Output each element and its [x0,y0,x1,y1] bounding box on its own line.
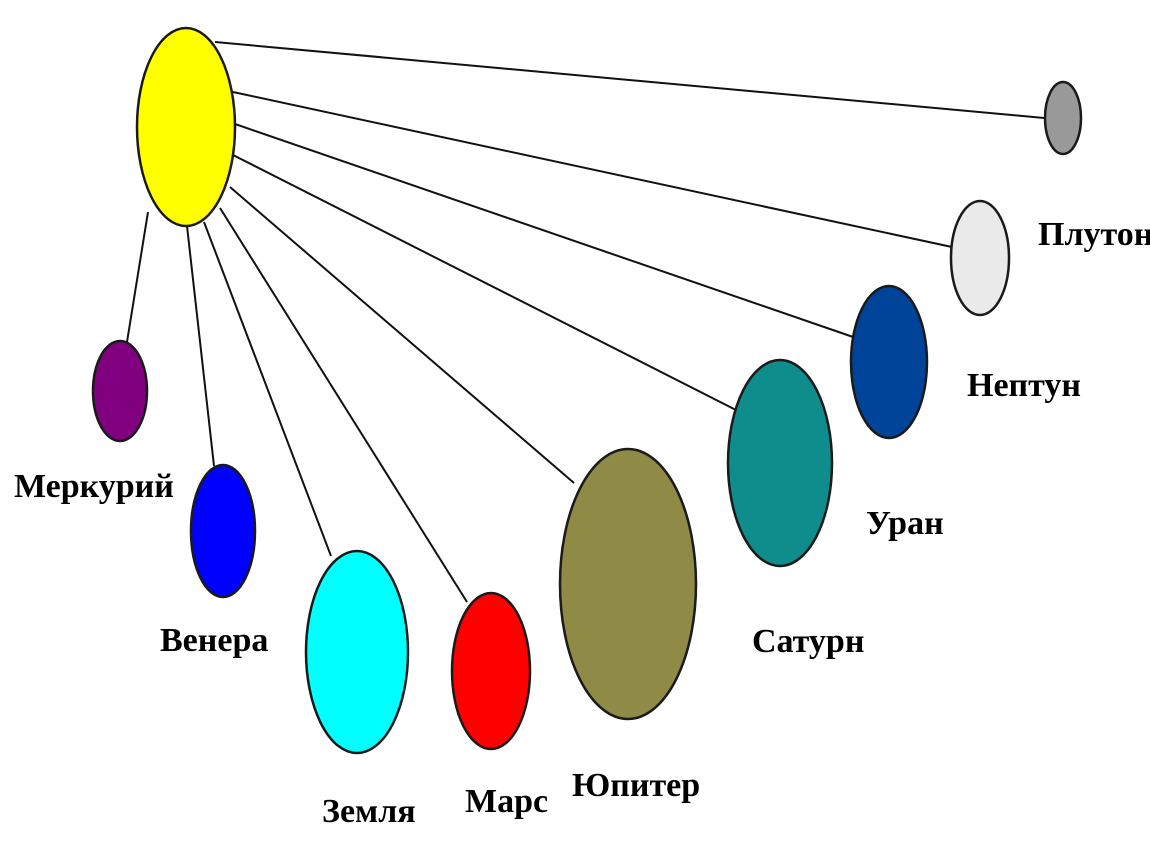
line-mars [219,207,468,603]
planet-saturn [726,358,834,568]
label-uranus: Уран [866,505,944,542]
label-mercury: Меркурий [14,468,174,505]
planet-mars [450,591,532,751]
line-earth [203,221,332,557]
planet-earth [304,549,410,755]
line-saturn [232,154,737,411]
sun-circle [135,26,237,228]
line-neptune [232,91,953,248]
label-pluto: Плутон [1038,216,1150,253]
label-jupiter: Юпитер [572,767,700,804]
label-venus: Венера [160,622,268,659]
line-jupiter [229,186,575,484]
line-mercury [126,211,149,343]
label-mars: Марс [465,783,548,820]
label-saturn: Сатурн [752,623,864,660]
line-pluto [214,41,1045,119]
planet-pluto [1043,80,1083,156]
planet-uranus [849,284,929,440]
label-neptune: Нептун [967,367,1081,404]
planets [91,80,1083,755]
planet-labels: Меркурий Венера Земля Марс Юпитер Сатурн… [14,216,1150,830]
planet-venus [189,463,257,599]
orbit-lines [126,41,1045,603]
planet-jupiter [558,447,698,721]
label-earth: Земля [322,793,416,830]
planet-neptune [949,199,1011,317]
line-venus [186,225,215,467]
planet-mercury [91,339,149,443]
line-uranus [234,123,857,339]
